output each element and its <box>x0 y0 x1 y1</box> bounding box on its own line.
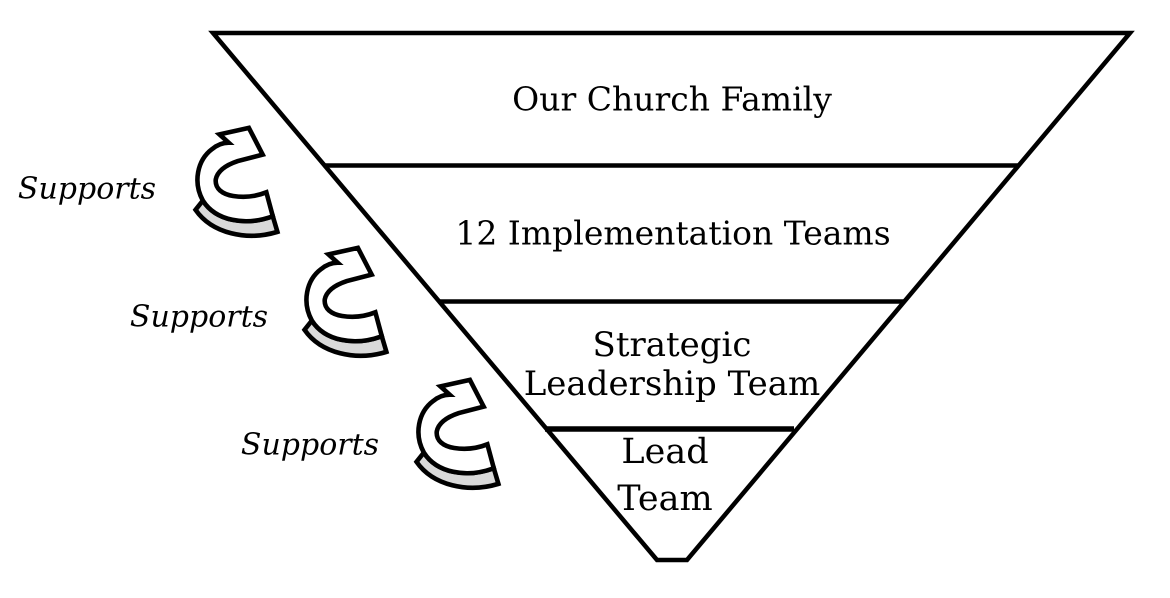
level-label-line: Leadership Team <box>523 364 821 404</box>
level-label-lead-team: Lead Team <box>617 429 712 523</box>
curved-arrow-icon <box>196 128 278 236</box>
supports-label-1: Supports <box>17 171 157 207</box>
supports-label-2: Supports <box>129 299 269 335</box>
level-label-line: Team <box>617 479 713 519</box>
level-label-our-church-family: Our Church Family <box>512 80 832 119</box>
pyramid-outline <box>208 30 1135 563</box>
supports-label-3: Supports <box>240 427 380 463</box>
level-label-line: Our Church Family <box>512 79 832 119</box>
level-label-line: Strategic <box>592 325 752 365</box>
curved-arrow-icon <box>417 380 499 488</box>
level-label-line: Lead <box>621 432 709 472</box>
level-label-line: 12 Implementation Teams <box>455 213 891 253</box>
level-label-implementation-teams: 12 Implementation Teams <box>455 214 890 253</box>
level-label-strategic-leadership-team: Strategic Leadership Team <box>524 326 821 404</box>
curved-arrow-icon <box>305 248 387 356</box>
